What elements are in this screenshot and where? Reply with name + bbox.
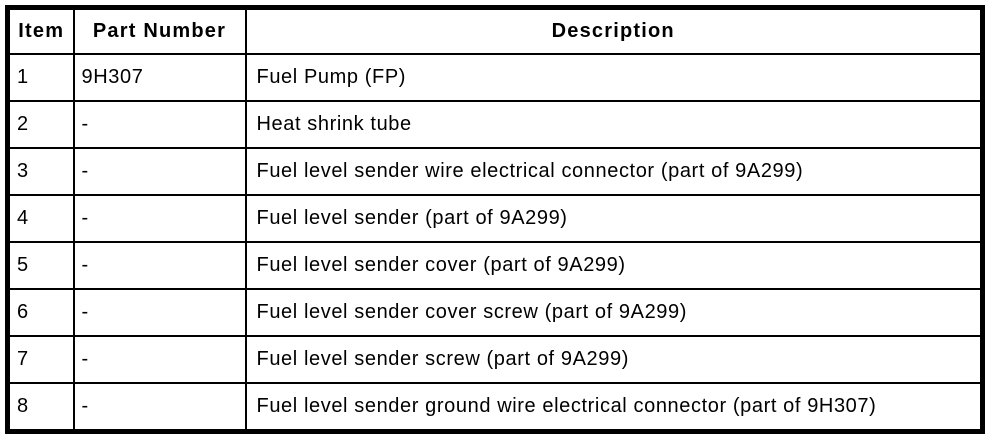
table-row: 7 - Fuel level sender screw (part of 9A2… bbox=[6, 335, 984, 384]
column-header-description: Description bbox=[244, 6, 984, 55]
table-row: 1 9H307 Fuel Pump (FP) bbox=[6, 53, 984, 102]
table-header: Item Part Number Description bbox=[6, 6, 984, 55]
description-cell: Fuel level sender cover screw (part of 9… bbox=[244, 288, 984, 337]
part-number-cell: - bbox=[72, 147, 247, 196]
description-cell: Fuel level sender ground wire electrical… bbox=[244, 382, 984, 433]
description-cell: Heat shrink tube bbox=[244, 100, 984, 149]
part-number-cell: 9H307 bbox=[72, 53, 247, 102]
item-cell: 7 bbox=[6, 335, 75, 384]
column-header-item: Item bbox=[6, 6, 75, 55]
item-cell: 5 bbox=[6, 241, 75, 290]
item-cell: 8 bbox=[6, 382, 75, 433]
item-cell: 2 bbox=[6, 100, 75, 149]
table-row: 8 - Fuel level sender ground wire electr… bbox=[6, 382, 984, 433]
description-cell: Fuel level sender screw (part of 9A299) bbox=[244, 335, 984, 384]
description-cell: Fuel Pump (FP) bbox=[244, 53, 984, 102]
table-row: 2 - Heat shrink tube bbox=[6, 100, 984, 149]
header-row: Item Part Number Description bbox=[6, 6, 984, 55]
item-cell: 3 bbox=[6, 147, 75, 196]
parts-list-table: Item Part Number Description 1 9H307 Fue… bbox=[5, 5, 985, 434]
part-number-cell: - bbox=[72, 194, 247, 243]
part-number-cell: - bbox=[72, 382, 247, 433]
description-cell: Fuel level sender wire electrical connec… bbox=[244, 147, 984, 196]
table-row: 5 - Fuel level sender cover (part of 9A2… bbox=[6, 241, 984, 290]
table-row: 4 - Fuel level sender (part of 9A299) bbox=[6, 194, 984, 243]
item-cell: 1 bbox=[6, 53, 75, 102]
part-number-cell: - bbox=[72, 100, 247, 149]
part-number-cell: - bbox=[72, 241, 247, 290]
table-row: 3 - Fuel level sender wire electrical co… bbox=[6, 147, 984, 196]
part-number-cell: - bbox=[72, 288, 247, 337]
description-cell: Fuel level sender (part of 9A299) bbox=[244, 194, 984, 243]
item-cell: 4 bbox=[6, 194, 75, 243]
table-row: 6 - Fuel level sender cover screw (part … bbox=[6, 288, 984, 337]
description-cell: Fuel level sender cover (part of 9A299) bbox=[244, 241, 984, 290]
part-number-cell: - bbox=[72, 335, 247, 384]
item-cell: 6 bbox=[6, 288, 75, 337]
column-header-part-number: Part Number bbox=[72, 6, 247, 55]
table-body: 1 9H307 Fuel Pump (FP) 2 - Heat shrink t… bbox=[6, 53, 984, 433]
